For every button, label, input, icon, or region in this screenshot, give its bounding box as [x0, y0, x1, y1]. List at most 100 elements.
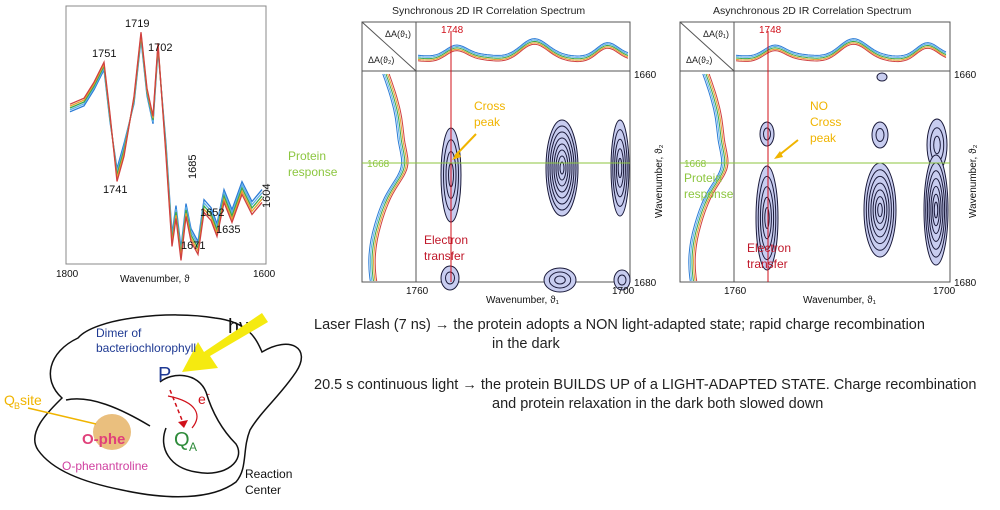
top-reference-spectrum-line — [417, 42, 629, 61]
contour-peak-ring — [932, 193, 940, 227]
async-annotation-electron-2: transfer — [747, 257, 788, 271]
spectrum-1d-lines — [69, 32, 263, 261]
sync-corner-diagonal — [361, 21, 417, 72]
async-annotation-nocross-3: peak — [810, 131, 837, 145]
qa-label: Q — [174, 429, 190, 451]
contour-peak-outer — [440, 265, 460, 291]
contour-peak-ring — [757, 175, 777, 261]
contour-peak-ring — [865, 169, 895, 251]
spectrum-1d-peak-1751: 1751 — [92, 48, 116, 60]
contour-peak-ring — [557, 155, 567, 181]
top-reference-spectrum-line — [417, 43, 629, 63]
async-frame — [679, 21, 951, 283]
top-reference-spectrum-line — [417, 38, 629, 57]
ophe-full-label: O-phenantroline — [62, 459, 148, 473]
sync-top-spectrum — [417, 38, 629, 63]
async-title: Asynchronous 2D IR Correlation Spectrum — [713, 5, 912, 17]
ophe-label: O-phe — [82, 431, 125, 448]
async-contours — [755, 72, 949, 271]
top-reference-spectrum-line — [735, 42, 947, 61]
p-label: P — [158, 364, 171, 386]
contour-peak-ring — [555, 149, 569, 187]
contour-peak-ring — [559, 161, 565, 175]
async-tick-1700: 1700 — [933, 286, 956, 297]
left-reference-spectrum-line — [368, 73, 403, 282]
async-corner-bottom: ΔA(ϑ₂) — [686, 55, 712, 65]
sync-marker-1668-label: 1668 — [367, 159, 390, 170]
contour-peak-ring — [926, 170, 946, 250]
async-left-spectrum — [688, 73, 729, 282]
electron-label: e — [198, 391, 206, 407]
spectrum-1d-tick-1800: 1800 — [56, 269, 79, 280]
async-annotation-nocross-1: NO — [810, 99, 828, 113]
left-reference-spectrum-line — [688, 73, 723, 282]
top-reference-spectrum-line — [417, 40, 629, 60]
async-corner-top: ΔA(ϑ₁) — [703, 29, 729, 39]
contour-peak-ring — [868, 175, 892, 245]
sync-contours — [440, 119, 631, 293]
contour-peak-ring — [759, 186, 775, 250]
contour-peak-ring — [614, 138, 626, 198]
async-tick-1660: 1660 — [954, 70, 977, 81]
qb-site-pointer — [27, 407, 97, 425]
contour-peak-outer — [876, 72, 888, 82]
sync-ylabel: Wavenumber, ϑ₂ — [654, 144, 665, 218]
contour-peak-ring — [877, 202, 883, 218]
contour-peak-ring — [933, 201, 939, 219]
electron-dashed-arrowhead — [178, 420, 188, 428]
sync-corner-top: ΔA(ϑ₁) — [385, 29, 411, 39]
left-reference-spectrum-line — [369, 73, 404, 282]
contour-peak-ring — [762, 196, 772, 240]
spectrum-1d-peak-1652: 1652 — [200, 207, 224, 219]
contour-peak-outer — [543, 267, 577, 293]
left-reference-spectrum-line — [694, 73, 729, 282]
reaction-center-label-line2: Center — [245, 483, 281, 497]
contour-peak-ring — [547, 125, 577, 211]
async-xlabel: Wavenumber, ϑ₁ — [803, 295, 877, 306]
qb-site-blob — [93, 414, 131, 450]
electron-superscript: - — [207, 389, 210, 399]
left-reference-spectrum-line — [371, 73, 406, 282]
contour-peak-ring — [612, 129, 628, 207]
reaction-center-outline — [34, 314, 303, 498]
contour-peak-ring — [551, 137, 573, 199]
left-reference-spectrum-line — [373, 73, 407, 282]
spectrum-1d-peak-1635: 1635 — [216, 224, 240, 236]
async-annotation-protein-2: response — [684, 187, 734, 201]
caption-laser: Laser Flash (7 ns) → the protein adopts … — [314, 317, 925, 333]
async-annotation-protein-1: Protein — [684, 171, 722, 185]
contour-peak-outer — [613, 269, 631, 291]
sync-tick-1660: 1660 — [634, 70, 657, 81]
top-reference-spectrum-line — [735, 40, 947, 60]
spectrum-1d-peak-1719: 1719 — [125, 18, 149, 30]
async-corner-diagonal — [679, 21, 735, 72]
contour-peak-ring — [872, 189, 888, 231]
top-reference-spectrum-line — [735, 39, 947, 58]
sync-corner-bottom: ΔA(ϑ₂) — [368, 55, 394, 65]
contour-peak-ring — [764, 207, 770, 229]
sync-annotation-cross-1: Cross — [474, 99, 505, 113]
caption-continuous-cont: and protein relaxation in the dark both … — [492, 396, 824, 412]
top-reference-spectrum-line — [417, 39, 629, 58]
contour-peak-outer — [545, 119, 579, 217]
contour-peak-outer — [759, 121, 775, 147]
sync-tick-1680: 1680 — [634, 278, 657, 289]
spectrum-1d-series-line — [69, 32, 263, 261]
async-tick-1760: 1760 — [724, 286, 747, 297]
async-nocross-arrowhead — [774, 151, 783, 159]
spectrum-1d-tick-1600: 1600 — [253, 269, 276, 280]
sync-left-spectrum — [368, 73, 409, 282]
sync-annotation-electron-2: transfer — [424, 249, 465, 263]
async-nocross-arrow — [777, 139, 799, 157]
protein-response-label-line2: response — [288, 165, 338, 179]
contour-peak-ring — [554, 275, 566, 285]
caption-continuous: 20.5 s continuous light → the protein BU… — [314, 377, 977, 393]
dimer-label-line2: bacteriochlorophyll — [96, 341, 196, 355]
async-ylabel: Wavenumber, ϑ₂ — [968, 144, 979, 218]
contour-peak-outer — [755, 165, 779, 271]
left-reference-spectrum-line — [689, 73, 724, 282]
sync-title: Synchronous 2D IR Correlation Spectrum — [392, 5, 585, 17]
contour-peak-ring — [617, 274, 627, 286]
electron-solid-arrow — [167, 395, 198, 429]
sync-tick-1760: 1760 — [406, 286, 429, 297]
